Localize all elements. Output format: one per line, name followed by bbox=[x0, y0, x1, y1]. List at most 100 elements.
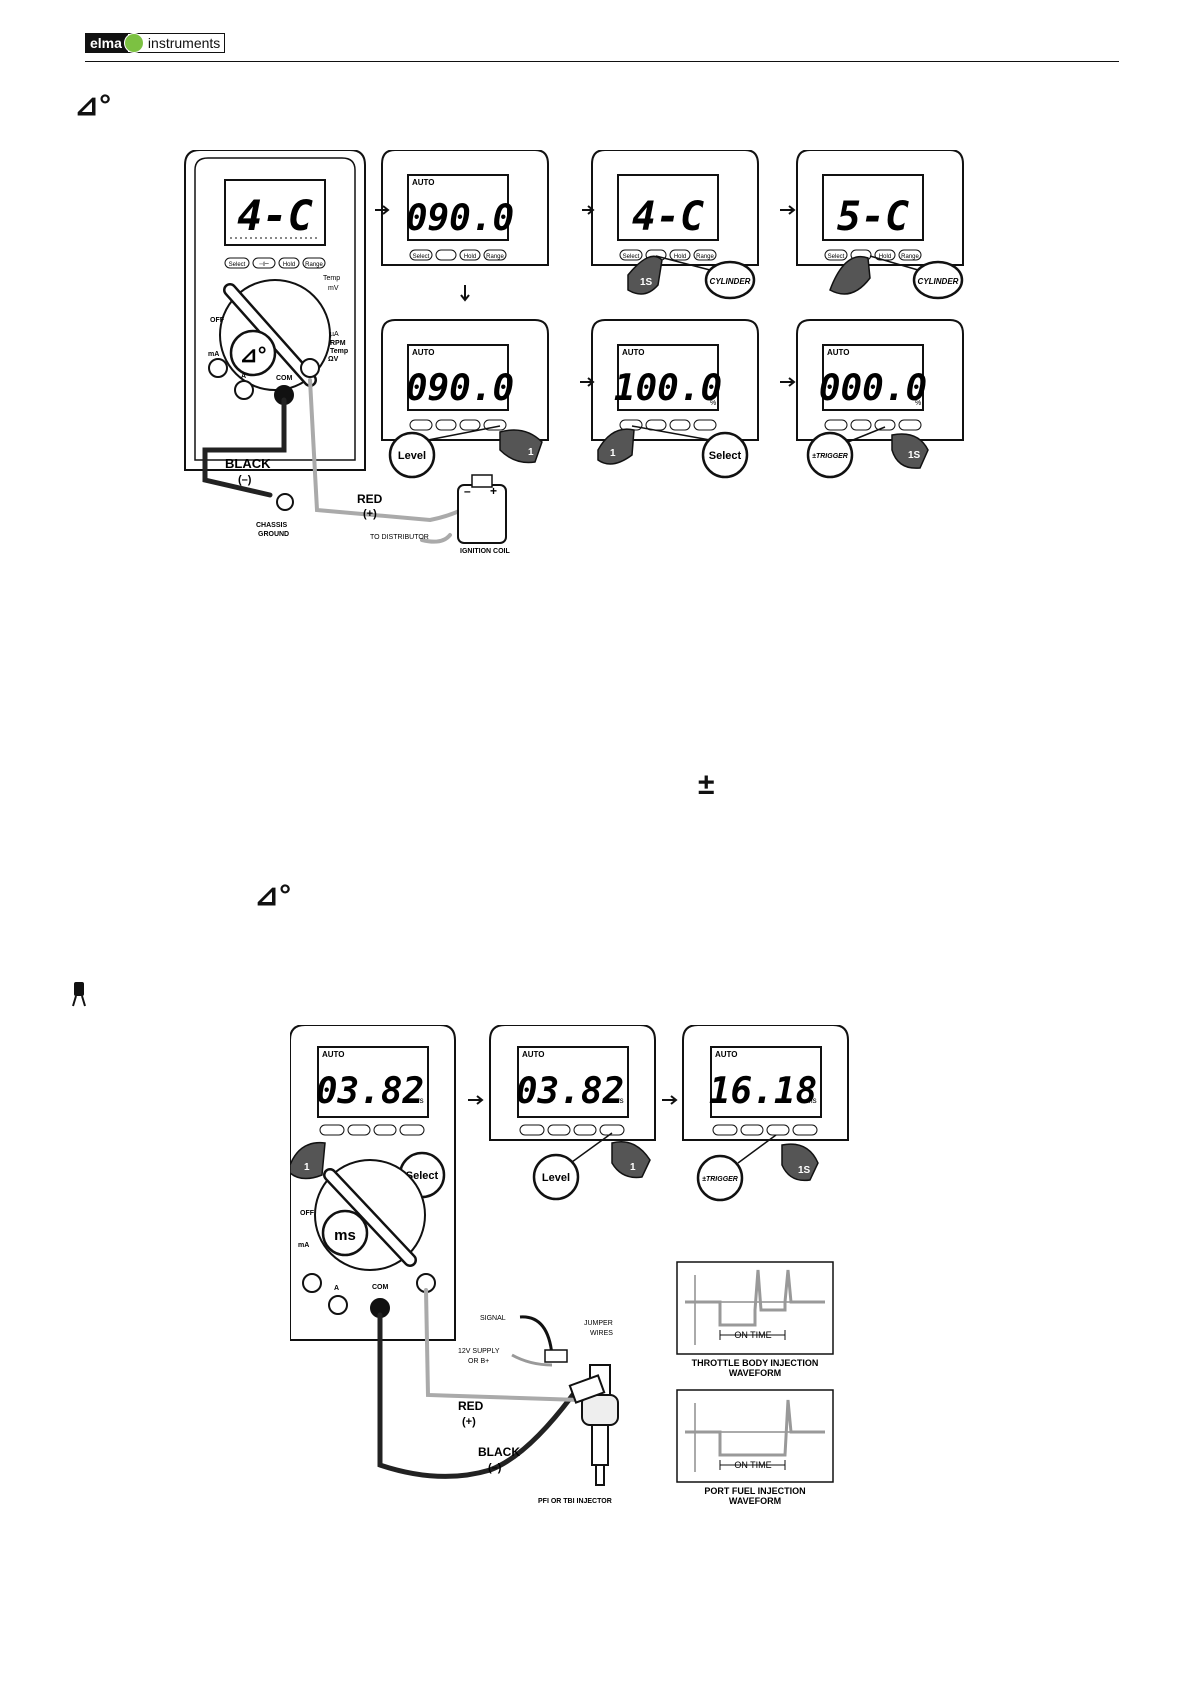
svg-text:ms: ms bbox=[334, 1227, 356, 1244]
svg-text:Level: Level bbox=[398, 450, 426, 462]
black-lead bbox=[202, 397, 287, 498]
svg-text:BLACK: BLACK bbox=[225, 456, 271, 471]
main-meter: 4-C Select ⊣⊢ Hold Range ⊿° OFF mA µA mV… bbox=[184, 150, 366, 471]
svg-text:CHASSIS: CHASSIS bbox=[256, 522, 287, 529]
svg-text:1: 1 bbox=[304, 1162, 310, 1173]
svg-text:Hold: Hold bbox=[879, 254, 891, 260]
arrow-down bbox=[460, 285, 470, 302]
svg-text:%: % bbox=[710, 400, 716, 407]
svg-text:WAVEFORM: WAVEFORM bbox=[729, 1368, 781, 1378]
dwell-symbol-top: ⊿° bbox=[74, 89, 112, 122]
svg-text:AUTO: AUTO bbox=[412, 348, 435, 357]
a-jack[interactable] bbox=[234, 380, 254, 400]
meter-2: AUTO 090.0 Select Hold Range bbox=[381, 150, 549, 266]
svg-text:CYLINDER: CYLINDER bbox=[918, 277, 959, 286]
injector-icon bbox=[72, 982, 86, 1007]
svg-text:µA: µA bbox=[330, 331, 339, 338]
meter-3: 4-C Select Hold Range 1S CYLINDER bbox=[591, 150, 759, 300]
leaf-icon bbox=[123, 33, 144, 53]
svg-text:Hold: Hold bbox=[674, 254, 686, 260]
finger-press-icon bbox=[611, 1141, 651, 1179]
finger-press-icon bbox=[499, 429, 543, 464]
svg-text:1S: 1S bbox=[798, 1165, 811, 1176]
svg-text:Range: Range bbox=[696, 254, 714, 260]
fig2-meter-2-display: 03.82 bbox=[516, 1071, 624, 1112]
svg-text:Range: Range bbox=[901, 254, 919, 260]
black-lead bbox=[377, 1312, 583, 1479]
svg-text:AUTO: AUTO bbox=[715, 1050, 738, 1059]
svg-text:(+): (+) bbox=[363, 508, 377, 520]
ms-dial-callout bbox=[321, 1209, 369, 1257]
ma-jack[interactable] bbox=[208, 358, 228, 378]
finger-press-icon bbox=[891, 433, 929, 469]
svg-text:mA: mA bbox=[208, 351, 219, 358]
svg-text:A: A bbox=[241, 373, 246, 380]
arrow-right bbox=[780, 205, 796, 215]
main-cylinder-button[interactable]: ⊣⊢ bbox=[252, 257, 276, 269]
svg-text:Select: Select bbox=[413, 254, 430, 260]
figure-2-injector-measurement: AUTO 03.82 ms 1 Select ms OFF mA A COM A… bbox=[290, 1025, 849, 1505]
svg-text:SIGNAL: SIGNAL bbox=[480, 1315, 506, 1322]
red-lead bbox=[424, 1288, 582, 1402]
svg-text:TO DISTRIBUTOR: TO DISTRIBUTOR bbox=[370, 534, 429, 541]
svg-text:Range: Range bbox=[486, 254, 504, 260]
main-range-button[interactable]: Range bbox=[302, 257, 326, 269]
svg-text:A: A bbox=[334, 1285, 339, 1292]
fuel-injector-icon bbox=[568, 1364, 619, 1486]
plusminus-symbol: ± bbox=[698, 768, 715, 801]
svg-text:Temp: Temp bbox=[323, 275, 340, 282]
svg-text:WAVEFORM: WAVEFORM bbox=[729, 1496, 781, 1506]
meter-7-display: 000.0 bbox=[819, 368, 927, 409]
svg-text:1: 1 bbox=[610, 448, 616, 459]
svg-text:ms: ms bbox=[413, 1096, 424, 1105]
svg-text:PORT FUEL INJECTION: PORT FUEL INJECTION bbox=[704, 1486, 805, 1496]
svg-text:AUTO: AUTO bbox=[622, 348, 645, 357]
main-select-button[interactable]: Select bbox=[224, 257, 250, 269]
main-hold-button[interactable]: Hold bbox=[278, 257, 300, 269]
svg-text:Select: Select bbox=[229, 262, 246, 268]
svg-text:BLACK: BLACK bbox=[478, 1445, 520, 1459]
svg-text:1: 1 bbox=[630, 1162, 636, 1173]
port-fuel-waveform: ON TIME bbox=[676, 1389, 834, 1483]
svg-text:ms: ms bbox=[613, 1096, 624, 1105]
throttle-body-waveform: ON TIME bbox=[676, 1261, 834, 1355]
svg-text:ON TIME: ON TIME bbox=[734, 1460, 771, 1470]
svg-text:1S: 1S bbox=[908, 450, 921, 461]
logo-elma: elma bbox=[86, 34, 128, 52]
figure-1-dwell-measurement: 4-C Select ⊣⊢ Hold Range ⊿° OFF mA µA mV… bbox=[184, 150, 964, 555]
svg-text:(–): (–) bbox=[238, 474, 252, 486]
logo-instruments: instruments bbox=[147, 35, 221, 51]
svg-text:+: + bbox=[490, 484, 497, 498]
svg-text:OFF: OFF bbox=[210, 317, 225, 324]
svg-text:RED: RED bbox=[458, 1399, 484, 1413]
arrow-right bbox=[375, 205, 390, 215]
main-lcd bbox=[224, 179, 326, 246]
svg-text:ΩV: ΩV bbox=[328, 356, 339, 363]
finger-press-icon bbox=[781, 1143, 819, 1182]
volt-jack[interactable] bbox=[300, 358, 320, 378]
svg-text:OR B+: OR B+ bbox=[468, 1358, 489, 1365]
finger-press-icon bbox=[829, 256, 871, 295]
svg-text:%: % bbox=[915, 400, 921, 407]
dwell-dial-callout bbox=[229, 329, 277, 377]
meter-2-display: 090.0 bbox=[406, 198, 514, 239]
finger-press-icon bbox=[597, 428, 635, 465]
svg-text:(–): (–) bbox=[488, 1462, 502, 1474]
svg-text:Range: Range bbox=[305, 262, 323, 268]
svg-text:Select: Select bbox=[828, 254, 845, 260]
injector-main-meter: AUTO 03.82 ms 1 Select ms OFF mA A COM bbox=[290, 1025, 456, 1341]
arrow-right bbox=[780, 377, 796, 387]
header-rule bbox=[85, 61, 1119, 62]
fig2-meter-2: AUTO 03.82 ms Level 1 bbox=[489, 1025, 656, 1201]
svg-text:1S: 1S bbox=[640, 277, 653, 288]
svg-text:THROTTLE BODY INJECTION: THROTTLE BODY INJECTION bbox=[692, 1358, 819, 1368]
svg-text:(+): (+) bbox=[462, 1416, 476, 1428]
svg-text:RED: RED bbox=[357, 492, 383, 506]
svg-text:ms: ms bbox=[806, 1096, 817, 1105]
svg-text:AUTO: AUTO bbox=[827, 348, 850, 357]
svg-text:PFI OR TBI INJECTOR: PFI OR TBI INJECTOR bbox=[538, 1498, 612, 1505]
meter-5: AUTO 090.0 Level 1 bbox=[381, 319, 549, 479]
svg-text:⊣⊢: ⊣⊢ bbox=[259, 261, 269, 268]
meter-6: AUTO 100.0 % 1 Select bbox=[591, 319, 759, 479]
svg-text:1: 1 bbox=[528, 447, 534, 458]
